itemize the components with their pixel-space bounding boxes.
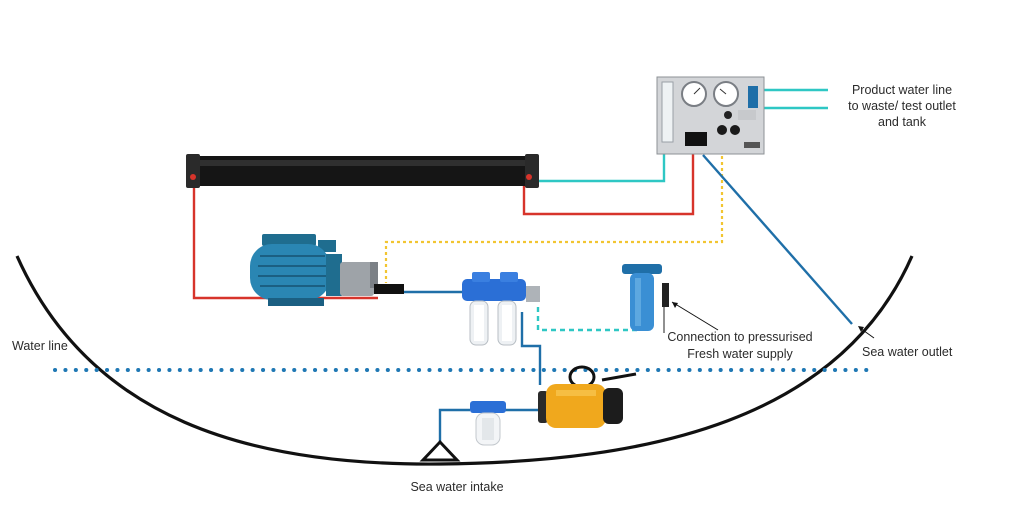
sea-water-outlet-pointer	[858, 326, 875, 339]
hull-outline	[15, 255, 914, 466]
sea-water-strainer	[470, 401, 506, 446]
fresh-water-connection-label-line-1: Connection to pressurised	[667, 330, 812, 344]
sea-water-line-boost-to-prefilter	[520, 312, 542, 385]
fresh-water-filter	[622, 264, 669, 333]
boost-pump	[538, 365, 637, 428]
product-water-label-line-2: to waste/ test outlet	[848, 99, 956, 113]
sea-water-intake-fitting	[419, 439, 461, 462]
product-water-label-line-1: Product water line	[852, 83, 952, 97]
motor-cooling-fins	[258, 255, 327, 287]
water-line-label: Water line	[12, 339, 68, 353]
fresh-water-flush-line	[384, 150, 724, 283]
fresh-water-connection-label-line-2: Fresh water supply	[687, 347, 793, 361]
ro-membrane-housing	[186, 154, 539, 188]
sea-water-intake-label: Sea water intake	[410, 480, 503, 494]
product-water-line-membrane-to-panel	[532, 146, 666, 183]
product-water-label-line-3: and tank	[878, 115, 927, 129]
high-pressure-line-membrane-to-panel	[522, 152, 695, 216]
high-pressure-pump	[250, 234, 404, 306]
panel-valve	[724, 111, 732, 119]
pressure-gauge-left-icon	[681, 81, 707, 107]
sea-water-outlet-label: Sea water outlet	[862, 345, 953, 359]
panel-display	[685, 132, 707, 146]
sea-water-outlet-line	[702, 154, 853, 325]
fresh-water-connection-pointer	[671, 301, 719, 331]
pressure-gauge-right-icon	[713, 81, 739, 107]
flowmeter	[661, 81, 674, 143]
control-panel	[656, 76, 765, 155]
prefilter-housings	[462, 272, 540, 346]
sea-water-line-intake-to-strainer	[438, 408, 470, 452]
fresh-filter-connection-line	[536, 307, 640, 332]
panel-blue-fitting	[748, 86, 758, 108]
